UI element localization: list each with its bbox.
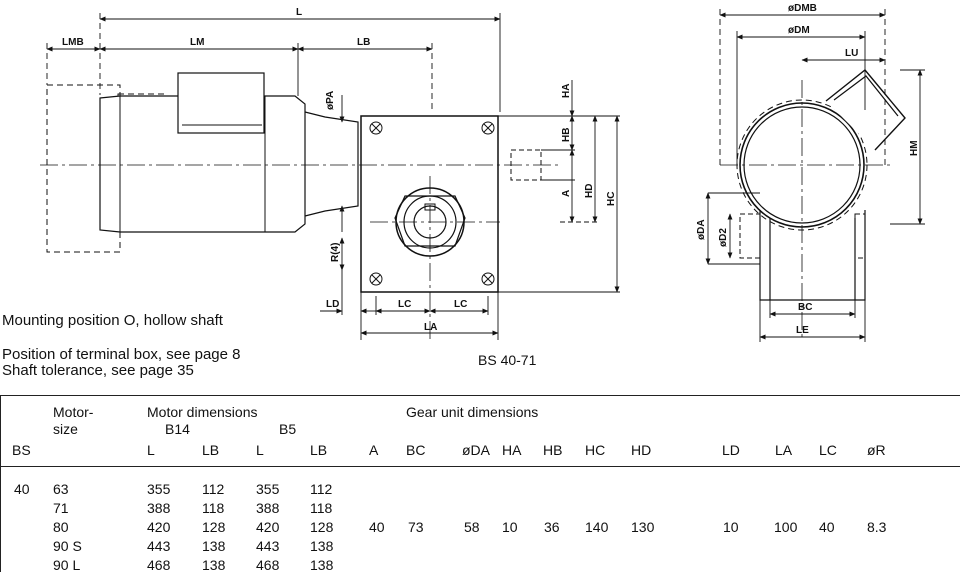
adapter [304, 111, 359, 217]
col-l-b5: L [256, 442, 264, 458]
cell-hd: 130 [631, 519, 655, 535]
dim-HD: HD [584, 184, 595, 198]
header-motor-dims: Motor dimensions [147, 404, 258, 420]
gear-housing [360, 115, 499, 293]
cell-a: 40 [369, 519, 385, 535]
front-view [720, 69, 906, 340]
dim-DMB: øDMB [788, 3, 817, 14]
col-lb-b14: LB [202, 442, 220, 458]
dim-HC: HC [606, 192, 617, 206]
terminal-box [177, 72, 265, 134]
cell-l-b14: 468 [147, 557, 171, 573]
col-da: øDA [462, 442, 490, 458]
col-r: øR [867, 442, 886, 458]
front-dimensions [705, 9, 925, 342]
header-motor: Motor- [53, 404, 94, 420]
dim-DM: øDM [788, 25, 810, 36]
caption-terminal: Position of terminal box, see page 8 [2, 346, 241, 363]
cell-lb-b5: 112 [310, 481, 333, 497]
col-hd: HD [631, 442, 652, 458]
col-l-b14: L [147, 442, 155, 458]
cell-l-b14: 355 [147, 481, 171, 497]
header-b14: B14 [165, 421, 190, 437]
cell-lb-b5: 138 [310, 557, 334, 573]
cell-r: 8.3 [867, 519, 887, 535]
cell-lb-b14: 138 [202, 538, 226, 554]
cell-lb-b5: 118 [310, 500, 333, 516]
col-ld: LD [722, 442, 740, 458]
dim-R4: R(4) [330, 243, 341, 262]
col-la: LA [775, 442, 793, 458]
cell-da: 58 [464, 519, 480, 535]
col-hc: HC [585, 442, 606, 458]
side-view [40, 72, 560, 340]
cell-lc: 40 [819, 519, 835, 535]
cell-bc: 73 [408, 519, 424, 535]
col-lb-b5: LB [310, 442, 328, 458]
col-a: A [369, 442, 379, 458]
cell-l-b14: 443 [147, 538, 171, 554]
cell-l-b5: 468 [256, 557, 280, 573]
dim-DA: øDA [696, 219, 707, 240]
cell-lb-b5: 138 [310, 538, 334, 554]
cell-lb-b14: 112 [202, 481, 225, 497]
cell-lb-b5: 128 [310, 519, 334, 535]
dim-LB: LB [357, 37, 370, 48]
dim-A: A [561, 190, 572, 197]
cell-l-b14: 420 [147, 519, 171, 535]
caption-mounting: Mounting position O, hollow shaft [2, 312, 223, 329]
dim-D2: øD2 [718, 228, 729, 247]
col-lc: LC [819, 442, 837, 458]
dim-LC-left: LC [398, 299, 411, 310]
dim-L: L [296, 7, 302, 18]
cell-size: 90 S [53, 538, 82, 554]
cell-size: 80 [53, 519, 69, 535]
cell-l-b5: 443 [256, 538, 280, 554]
dim-PA: øPA [325, 91, 336, 110]
caption-tolerance: Shaft tolerance, see page 35 [2, 362, 194, 379]
flange [759, 210, 866, 301]
cell-lb-b14: 128 [202, 519, 226, 535]
dim-LU: LU [845, 48, 858, 59]
cell-hc: 140 [585, 519, 609, 535]
dim-LA: LA [424, 322, 437, 333]
dim-LE: LE [796, 325, 809, 336]
dim-BC: BC [798, 302, 812, 313]
cell-size: 71 [53, 500, 69, 516]
dim-HM: HM [909, 140, 920, 156]
technical-drawing: L LMB LM LB øPA HA HB A HD HC R(4) LD LC… [40, 3, 925, 342]
table-header-separator [1, 466, 960, 467]
cell-ha: 10 [502, 519, 518, 535]
dim-HB: HB [561, 128, 572, 142]
cell-l-b5: 355 [256, 481, 280, 497]
side-dimensions [46, 13, 620, 340]
header-bs: BS [12, 442, 31, 458]
cell-l-b14: 388 [147, 500, 171, 516]
dimension-table: Motor- size Motor dimensions Gear unit d… [0, 395, 960, 573]
dim-LMB: LMB [62, 37, 84, 48]
cell-la: 100 [774, 519, 798, 535]
col-bc: BC [406, 442, 426, 458]
cell-lb-b14: 138 [202, 557, 226, 573]
dim-LM: LM [190, 37, 204, 48]
col-ha: HA [502, 442, 522, 458]
cell-ld: 10 [723, 519, 739, 535]
cell-bs: 40 [14, 481, 30, 497]
dim-HA: HA [561, 84, 572, 98]
header-b5: B5 [279, 421, 297, 437]
cell-l-b5: 420 [256, 519, 280, 535]
cell-lb-b14: 118 [202, 500, 225, 516]
caption-model: BS 40-71 [478, 352, 537, 368]
header-gear-dims: Gear unit dimensions [406, 404, 539, 420]
col-hb: HB [543, 442, 563, 458]
dim-LD: LD [326, 299, 339, 310]
dim-LC-right: LC [454, 299, 467, 310]
cell-hb: 36 [544, 519, 560, 535]
header-size: size [53, 421, 78, 437]
cell-size: 63 [53, 481, 69, 497]
cell-l-b5: 388 [256, 500, 280, 516]
cell-size: 90 L [53, 557, 81, 573]
